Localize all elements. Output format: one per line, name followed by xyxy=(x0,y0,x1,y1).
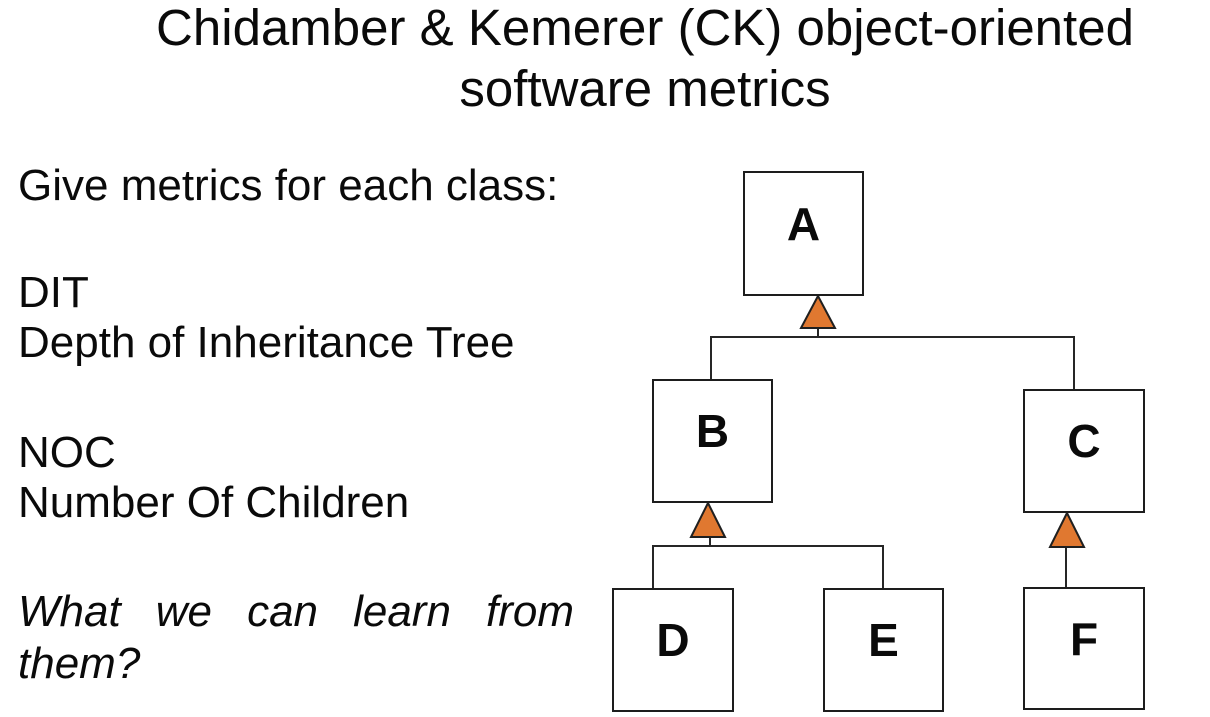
metric-noc: NOC Number Of Children xyxy=(18,428,409,528)
slide-title: Chidamber & Kemerer (CK) object-oriented… xyxy=(80,0,1210,119)
slide-title-line1: Chidamber & Kemerer (CK) object-oriented xyxy=(156,0,1134,56)
question-text: What we can learn from them? xyxy=(18,587,574,688)
metric-dit-name: Depth of Inheritance Tree xyxy=(18,318,515,367)
class-node-c: C xyxy=(1023,389,1145,513)
class-node-b-label: B xyxy=(695,405,730,457)
slide-title-line2: software metrics xyxy=(459,60,831,117)
class-node-d-label: D xyxy=(656,614,690,666)
inheritance-arrow-to-a xyxy=(799,293,837,329)
connector-a-to-bc xyxy=(710,336,1075,389)
intro-text: Give metrics for each class: xyxy=(18,161,559,210)
class-node-f: F xyxy=(1023,587,1145,710)
inheritance-arrow-to-c xyxy=(1048,510,1086,548)
inheritance-arrow-to-b xyxy=(689,500,727,538)
class-node-e-label: E xyxy=(868,614,899,666)
metric-dit-abbr: DIT xyxy=(18,268,89,317)
class-node-a-label: A xyxy=(786,197,821,250)
metric-noc-abbr: NOC xyxy=(18,428,116,477)
metric-dit: DIT Depth of Inheritance Tree xyxy=(18,268,515,368)
connector-b-to-de xyxy=(652,545,884,588)
class-node-f-label: F xyxy=(1069,612,1099,665)
class-node-d: D xyxy=(612,588,734,712)
class-node-b: B xyxy=(652,379,773,503)
metric-noc-name: Number Of Children xyxy=(18,478,410,527)
class-node-c-label: C xyxy=(1067,415,1101,467)
inheritance-arrows xyxy=(689,293,1086,548)
class-node-e: E xyxy=(823,588,944,712)
class-node-a: A xyxy=(743,171,864,296)
